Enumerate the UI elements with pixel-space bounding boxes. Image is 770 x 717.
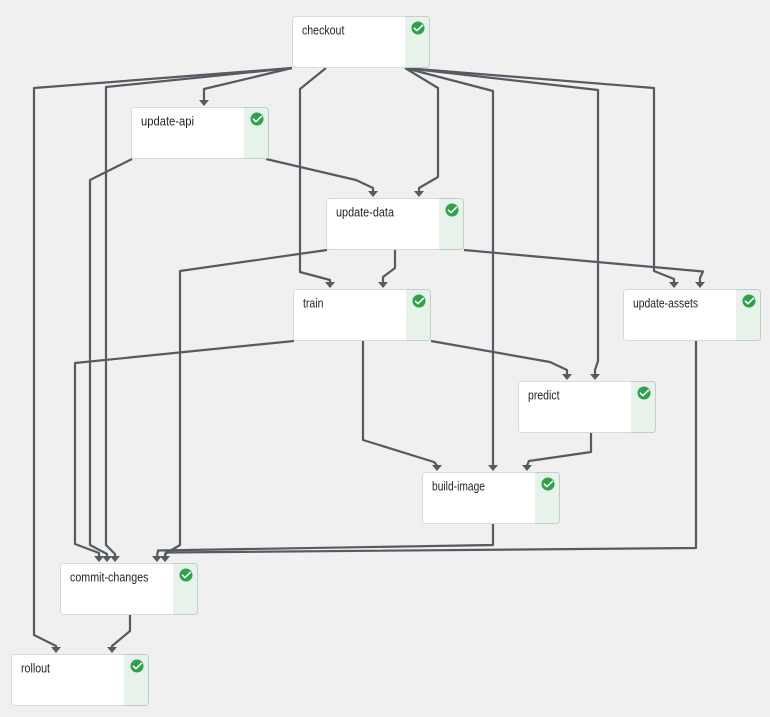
svg-text:predict: predict [528, 387, 560, 402]
svg-text:checkout: checkout [302, 22, 345, 37]
svg-text:update-assets: update-assets [633, 295, 698, 310]
svg-text:build-image: build-image [432, 478, 485, 493]
svg-text:rollout: rollout [21, 660, 50, 675]
svg-text:train: train [303, 295, 324, 310]
svg-text:update-api: update-api [141, 113, 194, 128]
svg-text:update-data: update-data [336, 204, 395, 219]
svg-text:commit-changes: commit-changes [70, 569, 149, 584]
